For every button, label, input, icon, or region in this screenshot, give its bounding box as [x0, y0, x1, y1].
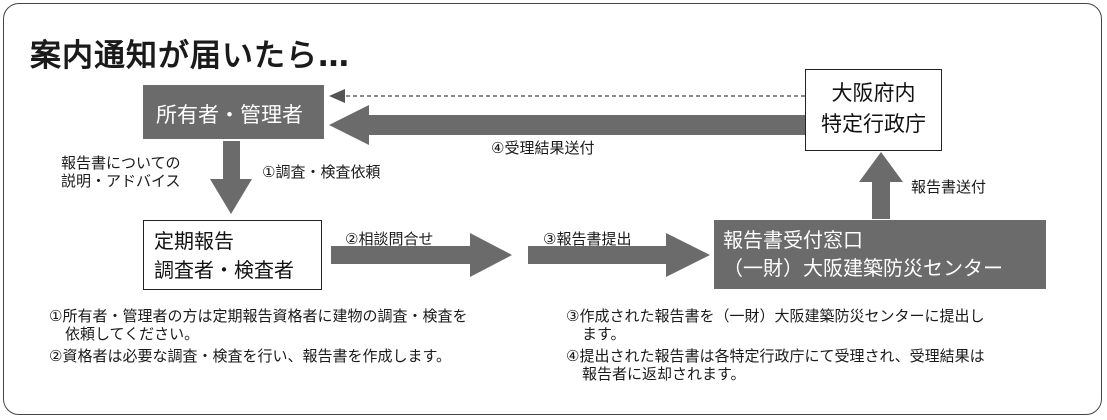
request-label: ①調査・検査依頼 [262, 163, 381, 181]
note-1-line-1: ①所有者・管理者の方は定期報告資格者に建物の調査・検査を [49, 307, 468, 325]
dashed-arrow-head [329, 89, 345, 103]
explain-label: 報告書についての 説明・アドバイス [61, 154, 181, 190]
note-4: ④提出された報告書は各特定行政庁にて受理され、受理結果は 報告者に返却されます。 [566, 347, 985, 383]
note-3: ③作成された報告書を（一財）大阪建築防災センターに提出し ます。 [566, 307, 984, 343]
note-4-line-1: ④提出された報告書は各特定行政庁にて受理され、受理結果は [566, 347, 985, 365]
forward-label: 報告書送付 [911, 178, 987, 196]
reception-center-box: 報告書受付窓口 （一財）大阪建築防災センター [714, 220, 1046, 289]
note-1: ①所有者・管理者の方は定期報告資格者に建物の調査・検査を 依頼してください。 [49, 307, 467, 343]
consult-arrow [331, 233, 512, 277]
note-2-line-1: ②資格者は必要な調査・検査を行い、報告書を作成します。 [49, 347, 451, 365]
note-2: ②資格者は必要な調査・検査を行い、報告書を作成します。 [49, 347, 451, 365]
prefecture-office-box: 大阪府内 特定行政庁 [805, 69, 942, 151]
owner-manager-box: 所有者・管理者 [143, 85, 324, 139]
down-arrow [210, 141, 252, 214]
submit-arrow [528, 233, 710, 277]
note-4-line-2: 報告者に返却されます。 [582, 365, 746, 383]
up-arrow [859, 152, 903, 219]
note-3-line-1: ③作成された報告書を（一財）大阪建築防災センターに提出し [566, 307, 985, 325]
explain-line-2: 説明・アドバイス [61, 172, 181, 190]
prefecture-line-1: 大阪府内 [831, 81, 916, 105]
inspector-line-2: 調査者・検査者 [154, 258, 294, 282]
page-title: 案内通知が届いたら… [30, 38, 350, 74]
submit-label: ③報告書提出 [543, 230, 632, 248]
consult-label: ②相談問合せ [345, 230, 434, 248]
result-arrow [329, 105, 805, 145]
center-line-2: （一財）大阪建築防災センター [723, 256, 1003, 280]
owner-label: 所有者・管理者 [156, 103, 303, 127]
center-line-1: 報告書受付窓口 [723, 228, 863, 252]
inspector-box: 定期報告 調査者・検査者 [143, 220, 322, 290]
note-1-line-2: 依頼してください。 [65, 325, 200, 343]
inspector-line-1: 定期報告 [154, 229, 234, 253]
note-3-line-2: ます。 [582, 325, 626, 343]
prefecture-line-2: 特定行政庁 [821, 112, 926, 136]
outer-frame [3, 3, 1102, 415]
result-label: ④受理結果送付 [491, 139, 595, 157]
explain-line-1: 報告書についての [61, 154, 181, 172]
